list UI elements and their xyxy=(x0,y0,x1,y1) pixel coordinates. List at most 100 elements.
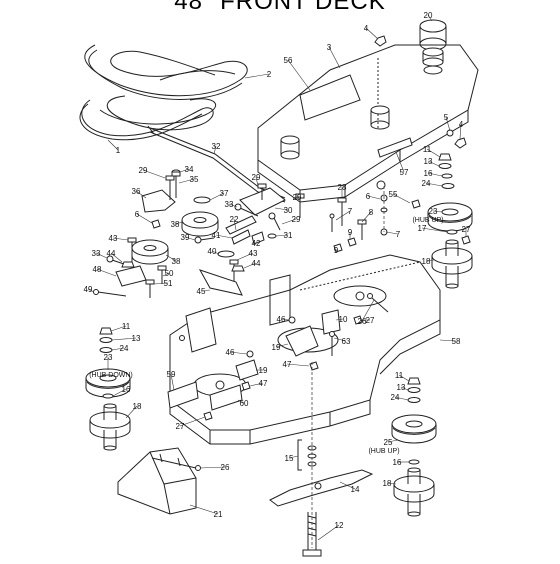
key-16-l xyxy=(102,393,114,399)
callout-idler-40: 40 xyxy=(208,247,217,256)
leader-pulley-r xyxy=(432,210,443,213)
nut-11-br xyxy=(407,377,421,385)
callout-spindle-r: 18 xyxy=(422,257,431,266)
callout-bolt-50: 50 xyxy=(165,269,174,278)
plate-19a xyxy=(285,325,319,357)
callout-bolt-29a: 29 xyxy=(139,166,148,175)
bolt-50 xyxy=(157,265,167,284)
pin-49 xyxy=(93,289,127,297)
rod-26a xyxy=(367,293,389,313)
callout-knob-right: 4 xyxy=(459,120,464,129)
leader-bracket-57 xyxy=(395,151,405,173)
plate-19b xyxy=(235,359,259,381)
leader-pin-41 xyxy=(215,234,233,239)
leader-belt-main xyxy=(107,139,119,151)
leader-washer-34 xyxy=(179,168,190,173)
leader-pin-49 xyxy=(87,288,95,293)
callout-pin-41: 41 xyxy=(212,231,221,240)
leader-pulley-38a xyxy=(174,221,184,225)
callout-pin-49: 49 xyxy=(84,285,93,294)
callout-bolt-33a: 33 xyxy=(225,200,234,209)
key-16-br xyxy=(408,459,420,465)
callout-bolt-29b: 29 xyxy=(252,173,261,182)
leader-nut-11-l xyxy=(110,325,127,332)
callout-deck-58: 58 xyxy=(452,337,461,346)
arm-22 xyxy=(225,215,257,235)
leader-bolt-39 xyxy=(184,236,196,241)
callout-washer-31: 31 xyxy=(284,231,293,240)
leader-chute xyxy=(189,504,219,515)
callout-pulley-br: 25 xyxy=(384,438,393,447)
leader-pulley-br xyxy=(387,439,399,443)
leader-bolt-43b xyxy=(112,237,129,241)
callout-washer-34: 34 xyxy=(185,165,194,174)
callout-bolt-b: 7 xyxy=(396,230,401,239)
belt-main xyxy=(79,44,248,141)
leader-nut-47b xyxy=(249,382,264,387)
callout-washer-13-r: 13 xyxy=(424,157,433,166)
key-16-r xyxy=(441,173,453,179)
callout-nut-44b: 44 xyxy=(107,249,116,258)
leader-bolt-50 xyxy=(162,272,170,277)
bolt-63 xyxy=(329,331,335,356)
leader-bracket-59 xyxy=(170,373,175,391)
leader-clip-17 xyxy=(421,227,448,233)
leader-washer-24-br xyxy=(394,396,409,401)
deck-cover xyxy=(257,44,479,203)
tensioner-55 xyxy=(411,199,421,209)
callout-bolt-29d: 29 xyxy=(292,215,301,224)
bracket-57 xyxy=(377,137,413,158)
leader-bolt-29c xyxy=(296,195,301,198)
leader-bolt-c xyxy=(361,211,372,223)
washer-31 xyxy=(267,233,277,239)
leader-spindle-l xyxy=(125,405,138,419)
leader-bolt-63 xyxy=(333,337,347,342)
callout-bolt-63: 63 xyxy=(342,337,351,346)
leader-nut-44a xyxy=(243,262,257,269)
spindle-l xyxy=(89,403,131,451)
callout-bolt-29c: 29 xyxy=(293,193,302,202)
leader-washer-13-br xyxy=(400,386,409,391)
blade xyxy=(269,469,374,507)
note-hub-up-br: (HUB UP) xyxy=(368,448,399,455)
callout-nut-44a: 44 xyxy=(252,259,261,268)
callout-spacers: 15 xyxy=(285,454,294,463)
washer-13-br xyxy=(407,387,421,393)
callout-belt-short: 2 xyxy=(267,70,272,79)
leader-washer-24-r xyxy=(425,182,443,187)
chute xyxy=(117,447,197,515)
callout-rod-32: 32 xyxy=(212,142,221,151)
knob-right xyxy=(454,137,467,149)
callout-bushing-42: 42 xyxy=(252,239,261,248)
callout-washer-13-l: 13 xyxy=(132,334,141,343)
callout-plate-19a: 19 xyxy=(272,343,281,352)
leader-bracket-30 xyxy=(274,207,289,211)
idler-37 xyxy=(193,196,211,204)
leader-bracket-48 xyxy=(96,268,117,277)
leader-washer-24-l xyxy=(111,347,125,351)
nut-27b xyxy=(353,315,363,325)
callout-bolt-28: 28 xyxy=(338,183,347,192)
leader-washer-31 xyxy=(275,234,289,237)
leader-nut-a xyxy=(136,213,153,224)
callout-knob-top: 4 xyxy=(364,24,369,33)
leader-deck-cover xyxy=(328,46,341,69)
leader-plate-19a xyxy=(275,343,289,348)
leader-nut-27c xyxy=(179,416,206,427)
pulley-r xyxy=(427,202,473,232)
leader-washer-r xyxy=(445,116,451,132)
leader-pulley-38b xyxy=(165,254,177,262)
bracket-59 xyxy=(167,381,199,409)
callout-bolt-35: 35 xyxy=(190,175,199,184)
callout-decal-56: 56 xyxy=(284,56,293,65)
callout-washer-24-l: 24 xyxy=(120,344,129,353)
leader-bolt-b xyxy=(385,231,399,235)
pulley-38a xyxy=(181,211,219,237)
callout-nut-11-br: 11 xyxy=(395,371,404,380)
leader-tensioner-55 xyxy=(392,193,411,204)
bolt-33b xyxy=(106,255,125,265)
leader-bracket-36 xyxy=(135,190,147,199)
pin-41 xyxy=(231,229,251,245)
callout-nut-47a: 47 xyxy=(283,360,292,369)
bolt-29a xyxy=(165,175,175,200)
